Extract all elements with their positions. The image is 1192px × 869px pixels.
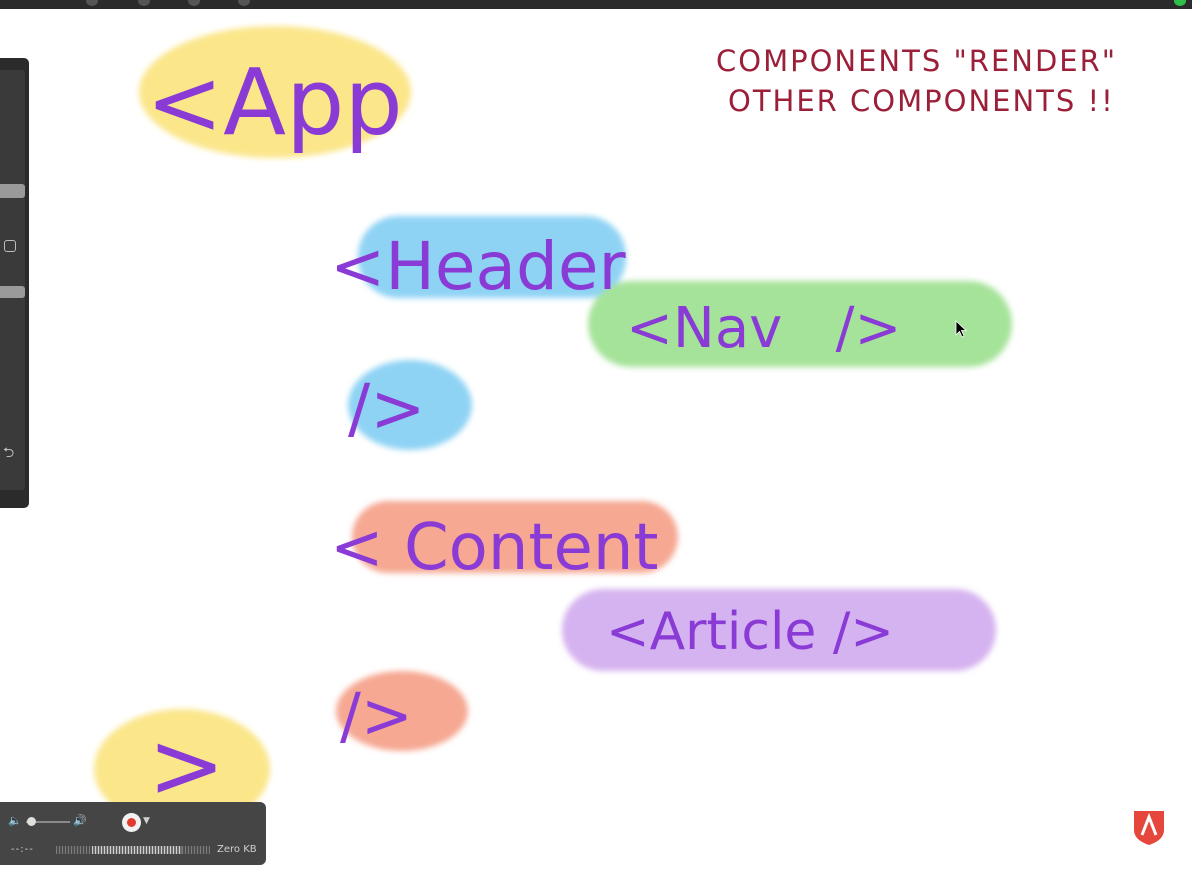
chevron-down-icon[interactable]: ▼ [143, 816, 150, 826]
status-indicator-icon [1174, 0, 1186, 6]
recorder-widget: 🔈 🔊 ▼ --:-- Zero KB [0, 802, 266, 865]
drawing-canvas[interactable]: COMPONENTS "RENDER" OTHER COMPONENTS !! … [0, 9, 1192, 869]
volume-slider-knob[interactable] [27, 817, 36, 826]
tool-panel[interactable]: ⮌ [0, 58, 29, 508]
recording-time: --:-- [11, 844, 34, 855]
size-slider[interactable] [0, 184, 25, 198]
window-dot [188, 0, 200, 6]
app-open-tag: <App [146, 49, 403, 156]
speaker-low-icon: 🔈 [8, 814, 22, 827]
note-line-1: COMPONENTS "RENDER" [716, 44, 1117, 78]
audio-level-meter [56, 846, 210, 854]
article-highlight [562, 589, 996, 671]
note-line-2: OTHER COMPONENTS !! [728, 84, 1115, 118]
whiteboard[interactable]: COMPONENTS "RENDER" OTHER COMPONENTS !! … [0, 9, 1192, 869]
file-size: Zero KB [217, 844, 257, 855]
nav-highlight [588, 281, 1012, 367]
app-close-tag: > [148, 712, 225, 819]
window-dot [238, 0, 250, 6]
opacity-slider[interactable] [0, 286, 25, 298]
app-close-highlight [94, 709, 270, 829]
window-dot [138, 0, 150, 6]
content-close-highlight [336, 671, 468, 751]
window-dot [86, 0, 98, 6]
top-menu-bar [0, 0, 1192, 9]
nav-tag: <Nav /> [626, 296, 901, 361]
header-close-highlight [348, 360, 472, 450]
header-close-tag: /> [348, 370, 426, 447]
content-open-tag: < Content [330, 511, 659, 585]
mouse-cursor-icon [955, 320, 968, 338]
undo-icon[interactable]: ⮌ [3, 445, 15, 461]
app-highlight [139, 26, 411, 158]
content-highlight [352, 501, 678, 573]
volume-slider[interactable] [26, 821, 70, 823]
header-highlight [358, 216, 626, 298]
tool-panel-body [0, 70, 25, 490]
lambda-shield-icon [1134, 811, 1164, 845]
speaker-high-icon: 🔊 [73, 814, 87, 827]
article-tag: <Article /> [606, 602, 894, 662]
content-close-tag: /> [340, 679, 413, 752]
record-button[interactable] [122, 813, 141, 832]
shape-tool-icon[interactable] [4, 240, 16, 252]
header-open-tag: <Header [330, 228, 626, 305]
